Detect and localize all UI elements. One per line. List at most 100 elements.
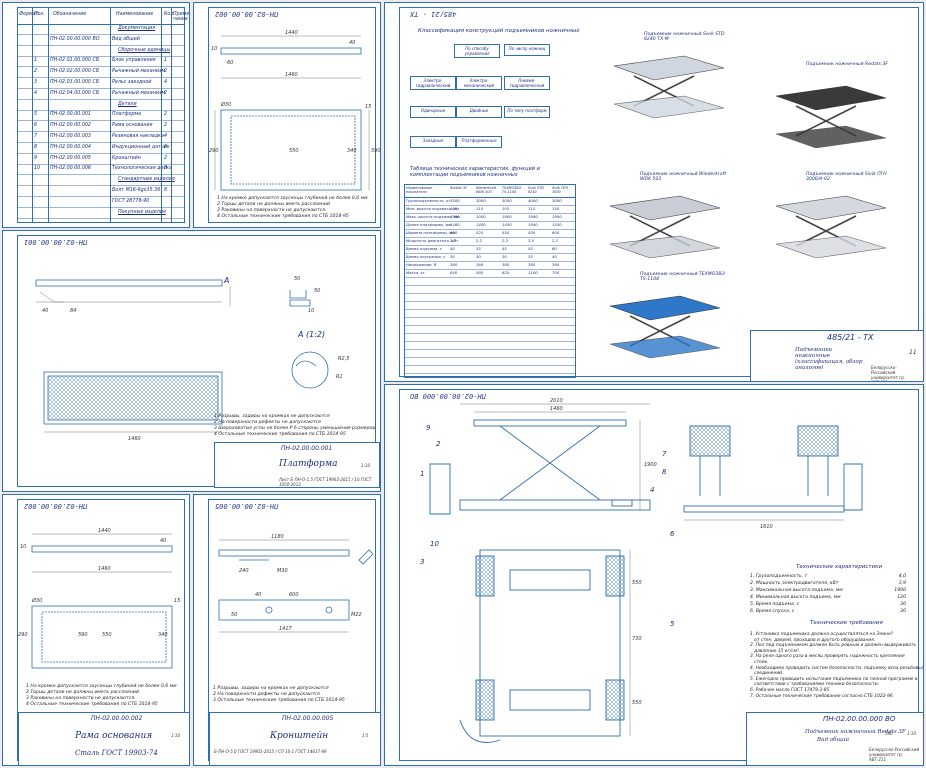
table-cell: Мощность двигателя, кВт — [406, 238, 459, 243]
frame-drawing-top: ПН-02.00.00.002 1440 40 10 60 1460 Ø30 5… — [193, 2, 381, 228]
spec-h-qty: Кол. — [164, 12, 175, 17]
table-cell: Ширина платформы, мм — [406, 230, 455, 235]
position-callout: 10 — [430, 540, 439, 548]
table-cell: 30 — [476, 254, 481, 259]
product-name: Подъемник ножничный Sivik STD 8240 ТХ-М — [644, 32, 725, 42]
table-cell: 150 — [552, 206, 560, 211]
frame-top-graphic — [214, 35, 370, 191]
table-cell: 30 — [502, 254, 507, 259]
table-cell: 1460 — [450, 222, 460, 227]
spec-cell-name: Сборочные единицы — [118, 47, 171, 53]
table-cell: 45 — [502, 246, 507, 251]
frame-base-title: Рама основания — [75, 731, 153, 741]
spec-h-format: Формат — [19, 12, 39, 17]
table-cell: Время опускания, с — [406, 254, 446, 259]
table-cell: 2,2 — [552, 238, 559, 243]
table-cell: 1550 — [552, 222, 562, 227]
classification-sheet-number: 11 — [909, 349, 917, 356]
classification-title: Подъемники ножничные (классификация, обз… — [795, 347, 863, 371]
classification-sheet: 485/21 - ТХ Классификация конструкций по… — [384, 2, 924, 382]
spec-cell-pos: 5 — [34, 112, 38, 118]
table-cell: 2,2 — [476, 238, 483, 243]
product-name: Подъемник ножничный Redats 3F — [806, 62, 888, 67]
bracket-dim-4: 600 — [289, 592, 299, 598]
table-cell: Макс. высота подъема, мм — [406, 214, 460, 219]
product-illustration — [609, 195, 721, 259]
tree-node: Двойные — [456, 106, 502, 118]
spec-cell-qty: 8 — [164, 144, 168, 150]
spec-cell-qty: 2 — [164, 123, 168, 129]
frame-base-dim-1: 1440 — [98, 528, 111, 534]
general-subtitle: Вид общий — [817, 737, 850, 743]
general-dim-length: 2010 — [550, 398, 563, 404]
spec-cell-pos: 2 — [34, 69, 38, 75]
frame-top-dim-10: 340 — [347, 148, 357, 154]
position-callout: 4 — [650, 486, 655, 494]
table-cell: 380 — [502, 262, 510, 267]
table-empty-row — [405, 341, 575, 350]
table-empty-row — [405, 325, 575, 334]
classification-title-block: 485/21 - ТХ Подъемники ножничные (класси… — [750, 330, 923, 381]
table-cell: 30 — [450, 254, 455, 259]
product-illustration — [609, 295, 721, 359]
spec-row: Документация — [18, 24, 184, 35]
product-card: Подъемник ножничный Wiederkraft WDK 503 — [600, 172, 740, 262]
table-empty-row — [405, 285, 575, 294]
table-cell: 2,2 — [450, 238, 457, 243]
frame-base-title-block: ПН-02.00.00.002 Рама основания 1:10 Стал… — [18, 712, 189, 765]
table-cell: 1100 — [528, 270, 538, 275]
product-illustration — [775, 195, 887, 259]
table-cell: 2,2 — [502, 238, 509, 243]
table-cell: Грузоподъемность, кг — [406, 198, 451, 203]
platform-dim-3: 84 — [70, 308, 77, 314]
table-header-cell: Наименование показателя — [406, 186, 433, 194]
bracket-dim-2: 240 — [239, 568, 249, 574]
spec-cell-pos: 4 — [34, 90, 38, 96]
product-gallery: Подъемник ножничный Sivik STD 8240 ТХ-М П… — [590, 22, 920, 359]
platform-scale: 1:10 — [361, 463, 370, 468]
spec-cell-des: ПН-02.00.00.006 — [50, 166, 91, 172]
general-view-sheet: ПН-02.00.00.000 ВО — [384, 384, 924, 766]
bracket-graphic — [218, 539, 374, 633]
bracket-dim-5: 40 — [255, 592, 262, 598]
classification-code-tag: 485/21 - ТХ — [410, 10, 457, 18]
table-cell: Длина платформы, мм — [406, 222, 452, 227]
frame-base-dim-7: 290 — [18, 632, 28, 638]
table-cell: 1400 — [476, 222, 486, 227]
table-cell: 3,0 — [528, 238, 535, 243]
frame-base-dim-6: 550 — [102, 632, 112, 638]
general-title-block: ПН-02.00.00.000 ВО Подъемник ножничный R… — [746, 712, 923, 765]
table-empty-row — [405, 357, 575, 366]
table-empty-row — [405, 309, 575, 318]
platform-title-code: ПН-02.00.00.001 — [281, 445, 333, 452]
spec-cell-qty: 1 — [164, 58, 168, 64]
table-cell: 3000 — [476, 198, 486, 203]
table-cell: 4000 — [528, 198, 538, 203]
table-cell: 40 — [552, 254, 557, 259]
spec-cell-name: Индукционный датчик — [112, 144, 170, 150]
frame-base-graphic — [31, 533, 173, 669]
table-cell: 1900 — [502, 214, 512, 219]
spec-row: Стандартные изделия — [18, 175, 184, 187]
table-cell: 380 — [450, 262, 458, 267]
table-cell: 1980 — [528, 214, 538, 219]
spec-value: 30 — [900, 602, 906, 607]
spec-cell-pos: 10 — [34, 166, 41, 172]
spec-label: 3. Максимальная высота подъема, мм — [750, 588, 843, 593]
spec-cell-name: Вид общий — [112, 36, 140, 42]
spec-cell-name: Рычажный механизм — [112, 90, 166, 96]
spec-cell-name: ГОСТ 28778-90 — [112, 198, 150, 204]
product-card: Подъемник ножничный Sivik STD 8240 ТХ-М — [604, 32, 744, 122]
spec-cell-name: Платформа — [112, 112, 142, 118]
